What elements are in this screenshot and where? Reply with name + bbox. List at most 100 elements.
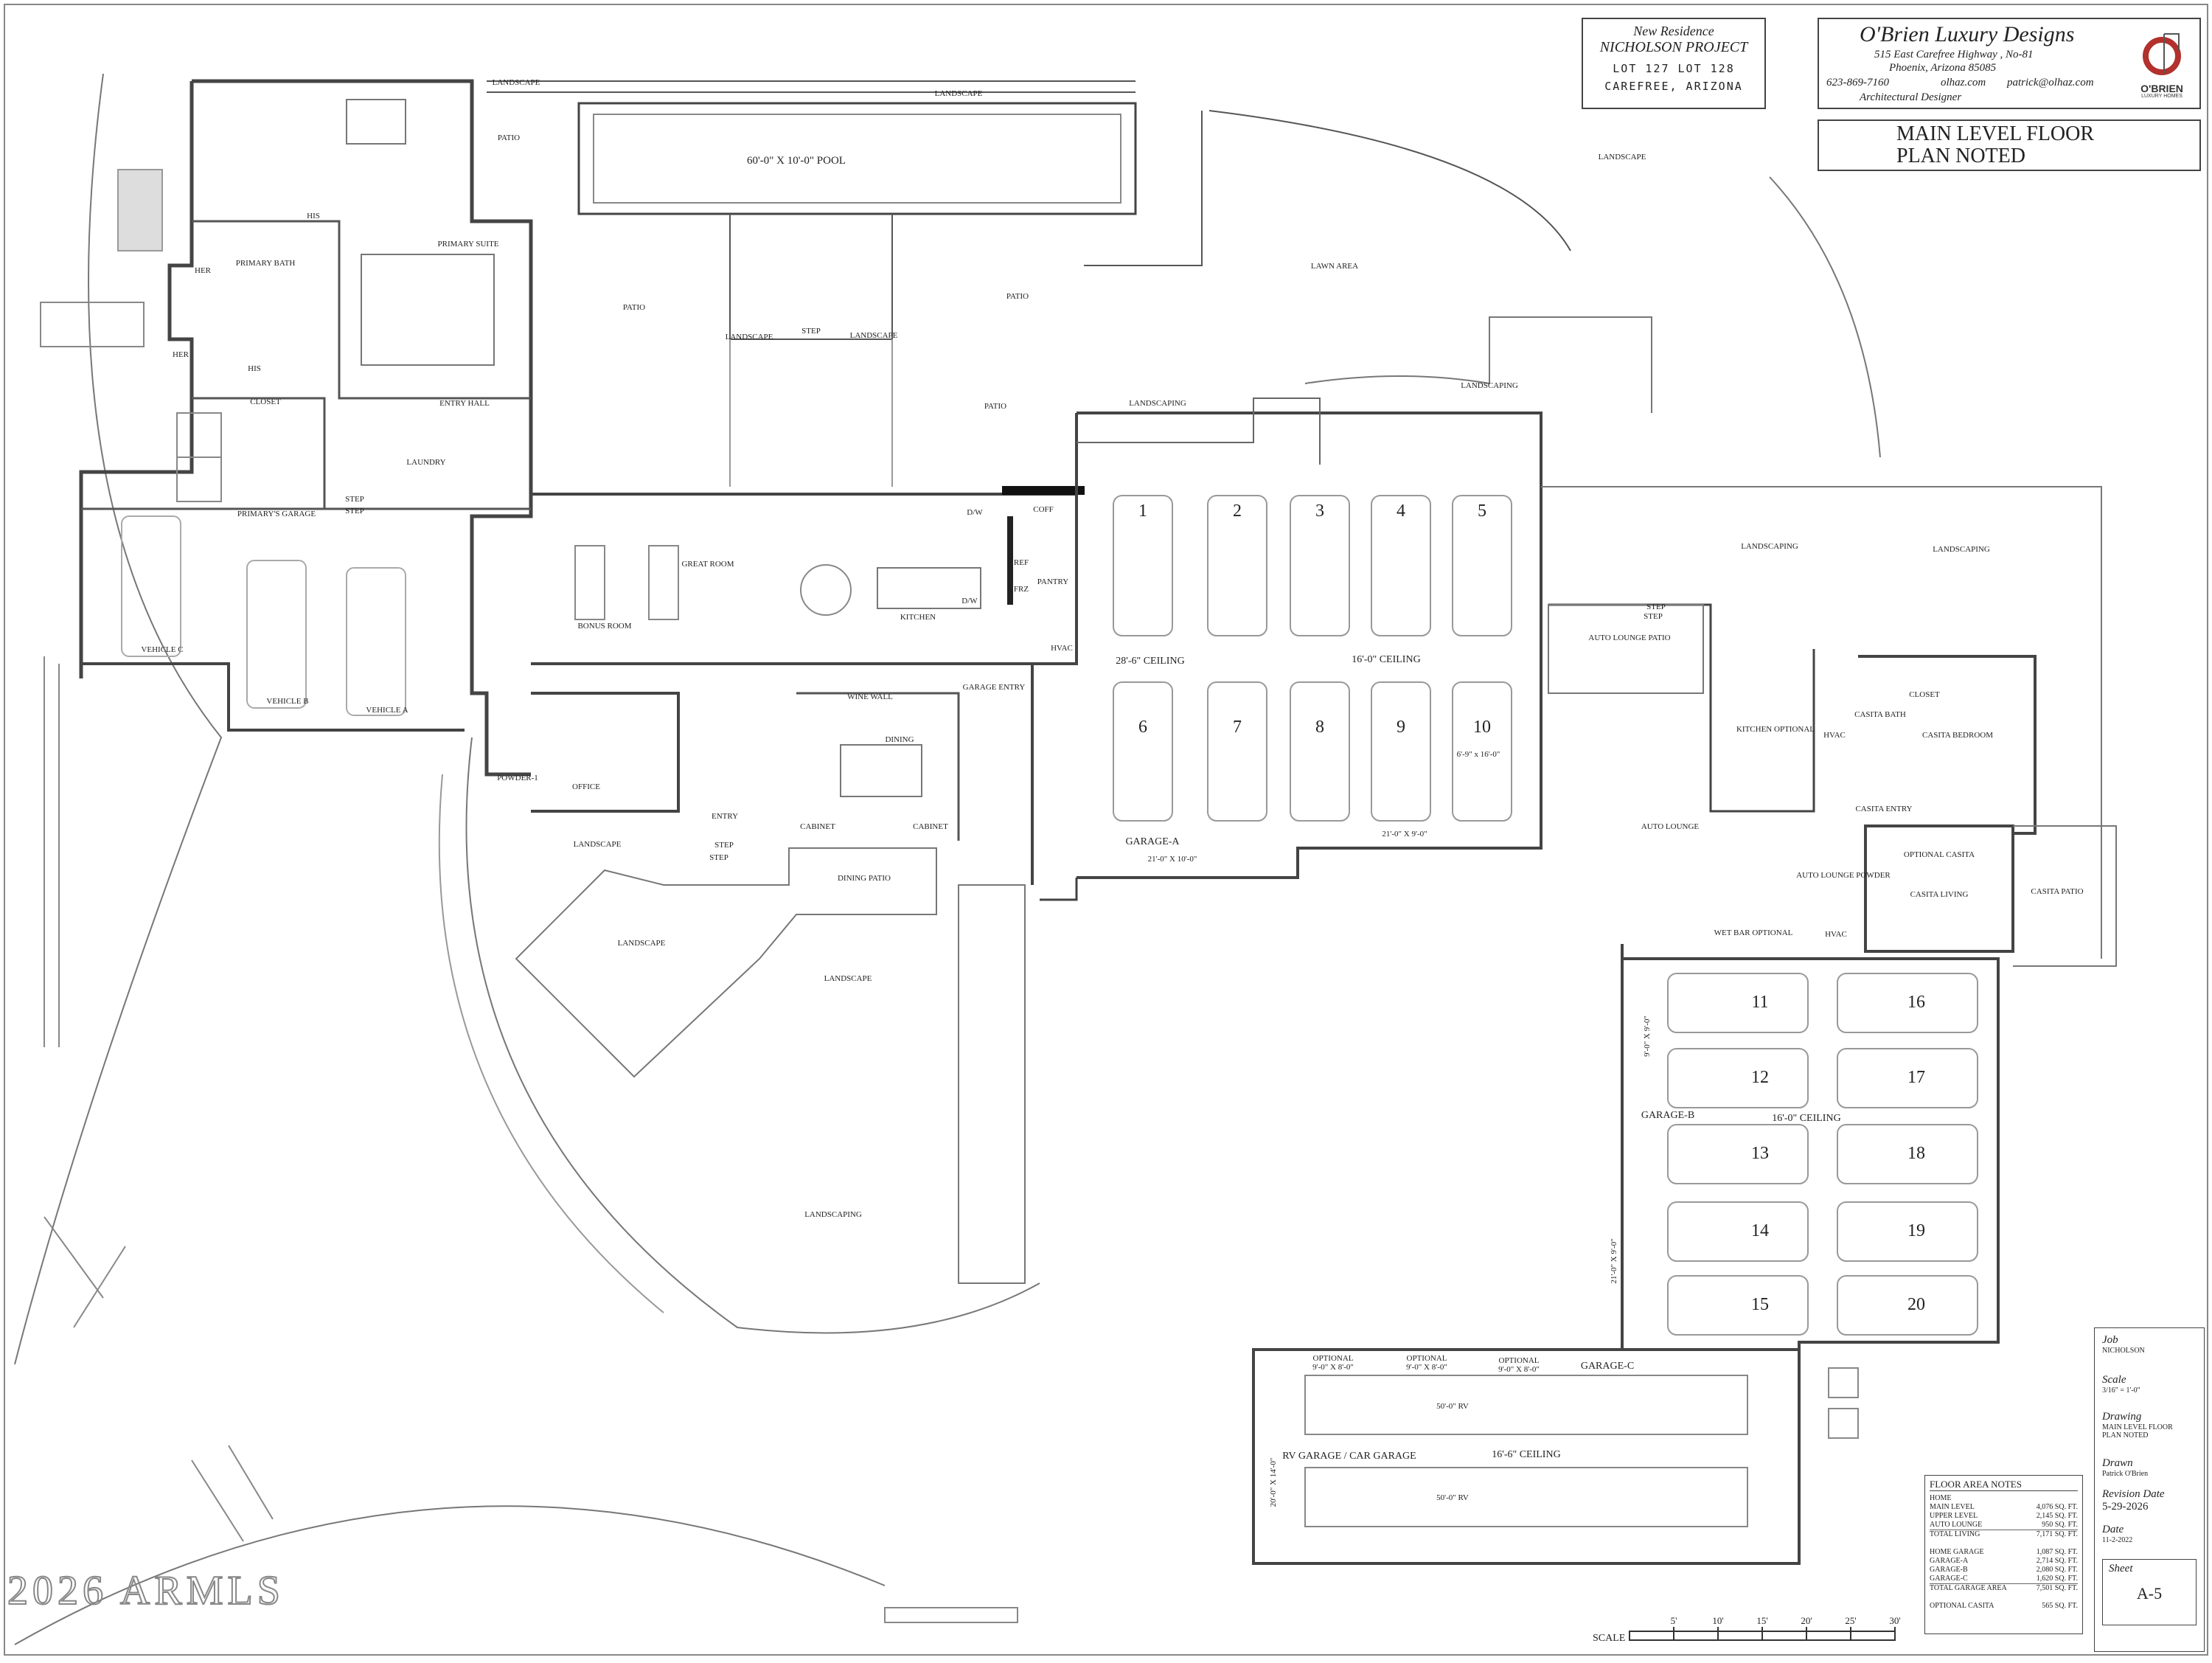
- casita-landscape-edge: [1541, 486, 2102, 959]
- bench: [40, 302, 145, 347]
- wine-wall-label: WINE WALL: [847, 692, 893, 701]
- floor-area-value: 2,714 SQ. FT.: [2036, 1557, 2078, 1565]
- logo-mark-icon: [2143, 33, 2181, 75]
- garage-b-label: GARAGE-B: [1641, 1110, 1694, 1121]
- scale-tick-label: 25': [1845, 1615, 1856, 1626]
- pantry-label: PANTRY: [1037, 577, 1068, 586]
- garage-b-bay-15: [1667, 1275, 1809, 1336]
- floor-area-value: 565 SQ. FT.: [2042, 1602, 2078, 1610]
- garage-a-dim-10: 6'-9" x 16'-0": [1457, 750, 1500, 759]
- project-box: New Residence NICHOLSON PROJECT LOT 127 …: [1582, 18, 1766, 109]
- dining-table: [840, 744, 922, 797]
- garage-a-bay-number: 4: [1397, 501, 1405, 521]
- casita-bedroom-label: CASITA BEDROOM: [1922, 731, 1993, 740]
- revision-label: Revision Date: [2102, 1488, 2165, 1500]
- dining-wall: [796, 692, 960, 841]
- floor-area-value: 7,171 SQ. FT.: [2036, 1530, 2078, 1538]
- patio-label-3: PATIO: [984, 402, 1006, 411]
- sheet-label: Sheet: [2109, 1563, 2133, 1575]
- garage-b-dim-2: 21'-0" X 9'-0": [1610, 1238, 1618, 1283]
- job-label: Job: [2102, 1334, 2118, 1346]
- closet-label: CLOSET: [250, 397, 281, 406]
- office-wall: [531, 692, 680, 813]
- hvac-label-1: HVAC: [1051, 644, 1073, 653]
- garage-b-bay-number: 17: [1907, 1068, 1925, 1087]
- step-label-1: STEP: [345, 495, 364, 504]
- floor-area-row: GARAGE-A 2,714 SQ. FT.: [1930, 1557, 2078, 1566]
- job-value: NICHOLSON: [2102, 1347, 2145, 1355]
- designer-box: O'Brien Luxury Designs 515 East Carefree…: [1818, 18, 2201, 109]
- garage-a-bay-number: 2: [1233, 501, 1242, 521]
- garage-a-bay-6: [1113, 681, 1173, 822]
- entry-label: ENTRY: [712, 812, 738, 821]
- coff-label: COFF: [1033, 505, 1054, 514]
- drawing-value-2: PLAN NOTED: [2102, 1431, 2149, 1440]
- drawing-label: Drawing: [2102, 1411, 2142, 1423]
- lawn-area-label: LAWN AREA: [1311, 262, 1358, 271]
- casita-entry-label: CASITA ENTRY: [1855, 805, 1912, 813]
- vehicle-b-spot: [246, 560, 307, 709]
- floor-area-label: TOTAL GARAGE AREA: [1930, 1584, 2007, 1592]
- entry-patio: [515, 847, 937, 1078]
- designer-role: Architectural Designer: [1860, 91, 1962, 103]
- date-value: 11-2-2022: [2102, 1536, 2133, 1544]
- laundry-label: LAUNDRY: [406, 458, 445, 467]
- logo-subtext: LUXURY HOMES: [2141, 94, 2183, 99]
- patio-label-2: PATIO: [1006, 292, 1029, 301]
- project-line-1: New Residence: [1633, 24, 1714, 38]
- garage-b-bay-12: [1667, 1048, 1809, 1108]
- pool-court: [729, 214, 893, 340]
- garage-a-ceiling-left: 28'-6" CEILING: [1116, 656, 1184, 667]
- shower: [117, 169, 163, 251]
- auto-lounge-powder-label: AUTO LOUNGE POWDER: [1796, 871, 1891, 880]
- her-label: HER: [195, 266, 212, 275]
- kitchen-label: KITCHEN: [900, 613, 936, 622]
- rv-garage-label: RV GARAGE / CAR GARAGE: [1282, 1451, 1416, 1462]
- bed: [361, 254, 495, 366]
- vehicle-a-label: VEHICLE A: [366, 706, 408, 715]
- garage-a-bay-5: [1452, 495, 1512, 636]
- hvac-label-3: HVAC: [1823, 731, 1846, 740]
- floor-area-label: HOME: [1930, 1494, 1952, 1502]
- auto-lounge-patio: [1548, 604, 1704, 694]
- tub: [346, 99, 406, 145]
- step-label-2: STEP: [345, 507, 364, 515]
- garage-entry-label: GARAGE ENTRY: [963, 683, 1026, 692]
- landscaping-label-3: LANDSCAPING: [1741, 542, 1798, 551]
- garage-b-bay-14: [1667, 1201, 1809, 1262]
- casita-patio: [2013, 825, 2117, 967]
- patio-label-4: PATIO: [498, 133, 520, 142]
- primary-wing-wall-west: [79, 81, 194, 678]
- patio-label-1: PATIO: [623, 303, 645, 312]
- west-walkway: [44, 656, 60, 1047]
- floor-area-row: TOTAL LIVING 7,171 SQ. FT.: [1930, 1530, 2078, 1539]
- garage-b-bay-number: 20: [1907, 1295, 1925, 1314]
- floor-area-label: GARAGE-A: [1930, 1557, 1969, 1565]
- garage-a-bay-2: [1207, 495, 1267, 636]
- garage-c-side-dim: 20'-0" X 14'-0": [1269, 1458, 1278, 1507]
- floor-area-label: HOME GARAGE: [1930, 1548, 1984, 1556]
- his-label: HIS: [307, 212, 320, 221]
- floor-area-label: TOTAL LIVING: [1930, 1530, 1980, 1538]
- top-fence: [487, 80, 1135, 93]
- casita-living-walls: [1864, 824, 2014, 953]
- watermark: 2026 ARMLS: [7, 1568, 285, 1614]
- main-house-south-wall: [531, 662, 1034, 885]
- floor-area-value: 950 SQ. FT.: [2042, 1521, 2078, 1529]
- floor-area-value: 7,501 SQ. FT.: [2036, 1584, 2078, 1592]
- garage-a-walls: [1075, 412, 1543, 879]
- dining-label: DINING: [885, 735, 914, 744]
- opt-dim-1: 9'-0" X 8'-0": [1312, 1363, 1354, 1372]
- garage-a-corner: [1040, 878, 1078, 901]
- sheet-title-box: MAIN LEVEL FLOOR PLAN NOTED: [1818, 119, 2201, 171]
- floor-area-value: 2,080 SQ. FT.: [2036, 1566, 2078, 1574]
- designer-address-1: 515 East Carefree Highway , No-81: [1874, 49, 2034, 60]
- rv-1-spot: [1304, 1375, 1748, 1435]
- floor-area-value: 2,145 SQ. FT.: [2036, 1512, 2078, 1520]
- garage-a-bay-number: 5: [1478, 501, 1486, 521]
- hvac-unit-2: [1828, 1408, 1859, 1439]
